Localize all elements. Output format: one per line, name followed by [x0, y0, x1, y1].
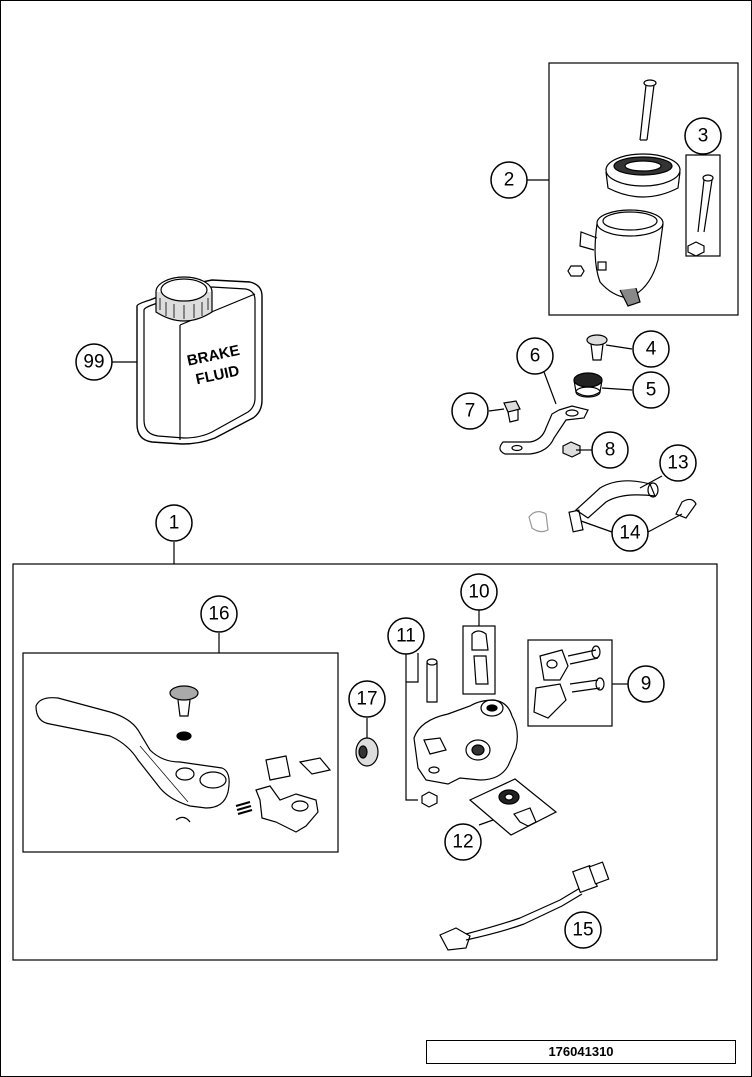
adjuster-knob	[169, 685, 199, 717]
lever-group-box	[22, 652, 339, 853]
part-11-leader-bracket	[405, 653, 419, 801]
leader-14	[580, 513, 683, 533]
callout-5: 5	[632, 371, 670, 409]
callout-7: 7	[451, 392, 489, 430]
bolt-4	[586, 334, 608, 361]
breather-hose-13	[575, 480, 659, 519]
dust-cap-17	[355, 737, 379, 767]
reservoir-group-box	[548, 62, 739, 316]
callout-2: 2	[490, 161, 528, 199]
callout-6-label: 6	[530, 346, 541, 367]
callout-3: 3	[684, 117, 722, 155]
callout-4-label: 4	[646, 339, 657, 360]
nut-8	[562, 441, 581, 458]
reservoir-body	[579, 209, 664, 307]
lever-pivot-block	[255, 785, 319, 833]
brake-fluid-bottle	[136, 276, 263, 445]
nut-11	[421, 791, 438, 808]
callout-99: 99	[75, 343, 113, 381]
leader-5	[601, 387, 633, 391]
callout-2-label: 2	[504, 170, 515, 191]
pivot-pin-11	[426, 658, 438, 703]
callout-8-label: 8	[605, 440, 616, 461]
callout-13-label: 13	[667, 453, 688, 474]
lever-bushing	[176, 731, 192, 741]
lever-spring	[235, 801, 253, 815]
lever-pin	[265, 755, 332, 781]
hand-lever-16	[35, 697, 230, 809]
hose-clamps-14	[528, 498, 697, 533]
callout-13: 13	[659, 444, 697, 482]
part-3-box	[685, 154, 721, 257]
leader-7	[488, 408, 505, 412]
screw-7	[503, 400, 521, 423]
rubber-bushing-5	[573, 372, 603, 398]
leader-4	[605, 344, 633, 350]
callout-1: 1	[155, 504, 193, 542]
callout-9: 9	[627, 665, 665, 703]
callout-14-label: 14	[619, 523, 641, 544]
part-3-screw	[687, 174, 714, 257]
leader-12	[478, 819, 494, 826]
reservoir-cap	[605, 153, 681, 198]
callout-15-label: 15	[572, 920, 593, 941]
seal-kit-12	[498, 789, 537, 827]
callout-4: 4	[632, 330, 670, 368]
callout-16: 16	[200, 595, 238, 633]
callout-10-label: 10	[468, 582, 489, 603]
callout-10: 10	[460, 573, 498, 611]
master-cylinder-body	[413, 699, 518, 785]
callout-11-label: 11	[396, 626, 416, 647]
callout-17: 17	[348, 680, 386, 718]
part-9-box	[527, 639, 613, 727]
callout-7-label: 7	[465, 401, 476, 422]
leader-13	[639, 475, 663, 489]
callout-12-label: 12	[452, 832, 473, 853]
callout-17-label: 17	[356, 689, 377, 710]
callout-5-label: 5	[646, 380, 657, 401]
brake-light-switch-15	[439, 861, 610, 951]
callout-15: 15	[564, 911, 602, 949]
part-12-box	[468, 778, 558, 836]
callout-3-label: 3	[698, 126, 709, 147]
reservoir-nut	[567, 265, 585, 277]
callout-6: 6	[516, 337, 554, 375]
master-cylinder-assembly-box	[12, 563, 718, 961]
callout-1-label: 1	[169, 513, 180, 534]
circlip	[175, 816, 191, 823]
callout-16-label: 16	[208, 604, 229, 625]
callout-8: 8	[591, 431, 629, 469]
callout-14: 14	[611, 514, 649, 552]
document-number: 176041310	[426, 1040, 736, 1064]
reservoir-bolt	[639, 79, 657, 141]
leader-6	[543, 371, 557, 405]
handlebar-clamp-9	[533, 645, 605, 719]
mounting-bracket-6	[499, 405, 589, 455]
bleed-valve-10	[471, 630, 489, 685]
callout-11: 11	[387, 617, 425, 655]
callout-9-label: 9	[641, 674, 652, 695]
callout-12: 12	[444, 823, 482, 861]
callout-99-label: 99	[83, 352, 104, 373]
